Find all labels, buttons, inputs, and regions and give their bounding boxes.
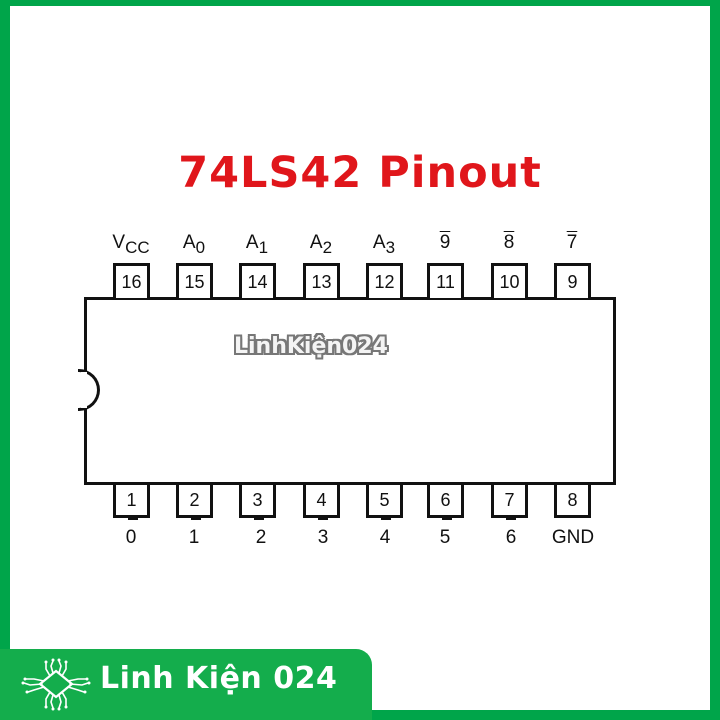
pin-13: 13 [303, 263, 340, 298]
pin-4: 4 [303, 485, 340, 520]
pin-label-out-2: 2 [255, 527, 267, 548]
pin-11: 11 [427, 263, 464, 298]
circuit-chip-icon [21, 658, 91, 711]
pin-label-8-bar: 8 [503, 232, 515, 253]
pin-5: 5 [366, 485, 403, 520]
pin-label-out-5: 5 [439, 527, 451, 548]
pin-label-a0: A0 [182, 232, 206, 257]
pin-label-9-bar: 9 [439, 232, 451, 253]
pin-label-a1: A1 [245, 232, 269, 257]
pin-label-vcc: VCC [112, 232, 150, 257]
brand-name: Linh Kiện 024 [100, 661, 338, 696]
pin-label-out-1: 1 [188, 527, 200, 548]
notch-mask [81, 372, 87, 408]
pin-2: 2 [176, 485, 213, 520]
pin-label-gnd: GND [551, 527, 595, 548]
pin-1: 1 [113, 485, 150, 520]
pin-15: 15 [176, 263, 213, 298]
pin-label-7-bar: 7 [566, 232, 578, 253]
pin-14: 14 [239, 263, 276, 298]
pin-16: 16 [113, 263, 150, 298]
pin-8: 8 [554, 485, 591, 518]
pin-3: 3 [239, 485, 276, 520]
pin-12: 12 [366, 263, 403, 298]
pin-label-a2: A2 [309, 232, 333, 257]
chip-body [84, 297, 616, 485]
page-title: 74LS42 Pinout [178, 148, 542, 198]
pin-label-out-6: 6 [505, 527, 517, 548]
brand-banner: Linh Kiện 024 [0, 649, 372, 720]
pin-7: 7 [491, 485, 528, 520]
watermark: LinhKiện024 [234, 334, 388, 359]
pin-6: 6 [427, 485, 464, 520]
pin-label-out-4: 4 [379, 527, 391, 548]
pin-label-a3: A3 [372, 232, 396, 257]
pin-9: 9 [554, 263, 591, 298]
pin-10: 10 [491, 263, 528, 298]
pin-label-out-0: 0 [125, 527, 137, 548]
pin-label-out-3: 3 [317, 527, 329, 548]
